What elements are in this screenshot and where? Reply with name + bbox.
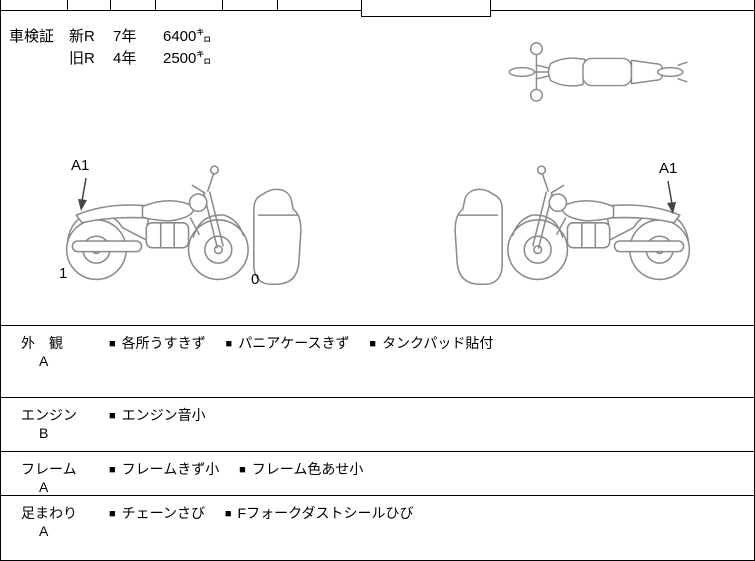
inspection-note: ■ フレームきず小 <box>109 461 219 477</box>
shaken-era: 旧R <box>69 50 95 67</box>
section-row-exterior: 外 観 A ■ 各所うすきず ■ パニアケースきず ■ タンクパッド貼付 <box>1 325 754 397</box>
table-column-divider <box>277 0 278 10</box>
section-label: 外 観 <box>21 335 63 351</box>
shaken-row-old: 旧R 4年 2500㌔ <box>69 48 211 70</box>
note-text: エンジン音小 <box>121 407 206 423</box>
inspection-note: ■ チェーンさび <box>109 505 205 521</box>
note-text: チェーンさび <box>121 505 205 521</box>
section-grade: A <box>39 523 49 539</box>
shaken-era: 新R <box>69 28 95 45</box>
note-text: タンクパッド貼付 <box>382 335 494 351</box>
note-text: 各所うすきず <box>121 335 206 351</box>
section-notes: ■ 各所うすきず ■ パニアケースきず ■ タンクパッド貼付 <box>109 333 509 353</box>
note-text: フレーム色あせ小 <box>251 461 364 477</box>
inspection-sections: 外 観 A ■ 各所うすきず ■ パニアケースきず ■ タンクパッド貼付 エンジン B… <box>1 325 754 560</box>
table-cell-box <box>361 0 491 17</box>
bullet-icon: ■ <box>225 338 233 350</box>
note-text: Fフォークダストシールひび <box>237 505 414 521</box>
bullet-icon: ■ <box>109 464 116 476</box>
section-row-frame: フレーム A ■ フレームきず小 ■ フレーム色あせ小 <box>1 451 754 495</box>
damage-marker-a1-left: A1 <box>71 157 90 174</box>
bullet-icon: ■ <box>369 338 377 350</box>
table-column-divider <box>110 0 111 10</box>
section-grade: B <box>39 425 49 441</box>
table-column-divider <box>222 0 223 10</box>
shaken-row-new: 新R 7年 6400㌔ <box>69 26 211 48</box>
note-text: パニアケースきず <box>238 335 350 351</box>
bullet-icon: ■ <box>109 410 116 422</box>
section-grade: A <box>39 353 49 369</box>
shaken-label: 車検証 <box>9 28 55 45</box>
shaken-year: 7年 <box>113 28 137 45</box>
motorcycle-left-side-drawing <box>65 165 302 286</box>
note-text: フレームきず小 <box>121 461 220 477</box>
bullet-icon: ■ <box>109 508 116 520</box>
section-notes: ■ チェーンさび ■ Fフォークダストシールひび <box>109 503 430 523</box>
section-label: 足まわり <box>21 505 77 521</box>
bullet-icon: ■ <box>239 464 246 476</box>
table-bottom-border <box>491 10 754 11</box>
inspection-note: ■ タンクパッド貼付 <box>369 335 493 351</box>
table-bottom-border <box>1 10 361 11</box>
bullet-icon: ■ <box>224 508 232 520</box>
damage-marker-a1-right: A1 <box>659 160 678 177</box>
shaken-distance: 2500㌔ <box>163 50 212 67</box>
section-row-engine: エンジン B ■ エンジン音小 <box>1 397 754 451</box>
motorcycle-top-view-drawing <box>508 42 688 102</box>
table-column-divider <box>67 0 68 10</box>
table-column-divider <box>155 0 156 10</box>
inspection-note: ■ フレーム色あせ小 <box>239 461 363 477</box>
section-notes: ■ エンジン音小 <box>109 405 222 425</box>
section-grade: A <box>39 479 49 495</box>
pannier-number: 0 <box>251 271 260 288</box>
section-row-undercarriage: 足まわり A ■ チェーンさび ■ Fフォークダストシールひび <box>1 495 754 560</box>
vehicle-inspection-info: 車検証 新R 7年 6400㌔ 旧R 4年 2500㌔ <box>9 26 211 70</box>
section-notes: ■ フレームきず小 ■ フレーム色あせ小 <box>109 459 379 479</box>
inspection-note: ■ 各所うすきず <box>109 335 206 351</box>
bullet-icon: ■ <box>109 338 116 350</box>
inspection-note: ■ パニアケースきず <box>226 335 350 351</box>
inspection-note: ■ エンジン音小 <box>109 407 206 423</box>
shaken-distance: 6400㌔ <box>163 28 212 45</box>
inspection-note: ■ Fフォークダストシールひび <box>225 505 414 521</box>
section-label: フレーム <box>21 461 77 477</box>
shaken-rows: 新R 7年 6400㌔ 旧R 4年 2500㌔ <box>69 26 211 70</box>
section-label: エンジン <box>21 407 77 423</box>
wheel-number: 1 <box>59 265 68 282</box>
a1-arrow-left <box>78 178 87 211</box>
a1-arrow-right <box>667 181 676 214</box>
shaken-year: 4年 <box>113 50 137 67</box>
